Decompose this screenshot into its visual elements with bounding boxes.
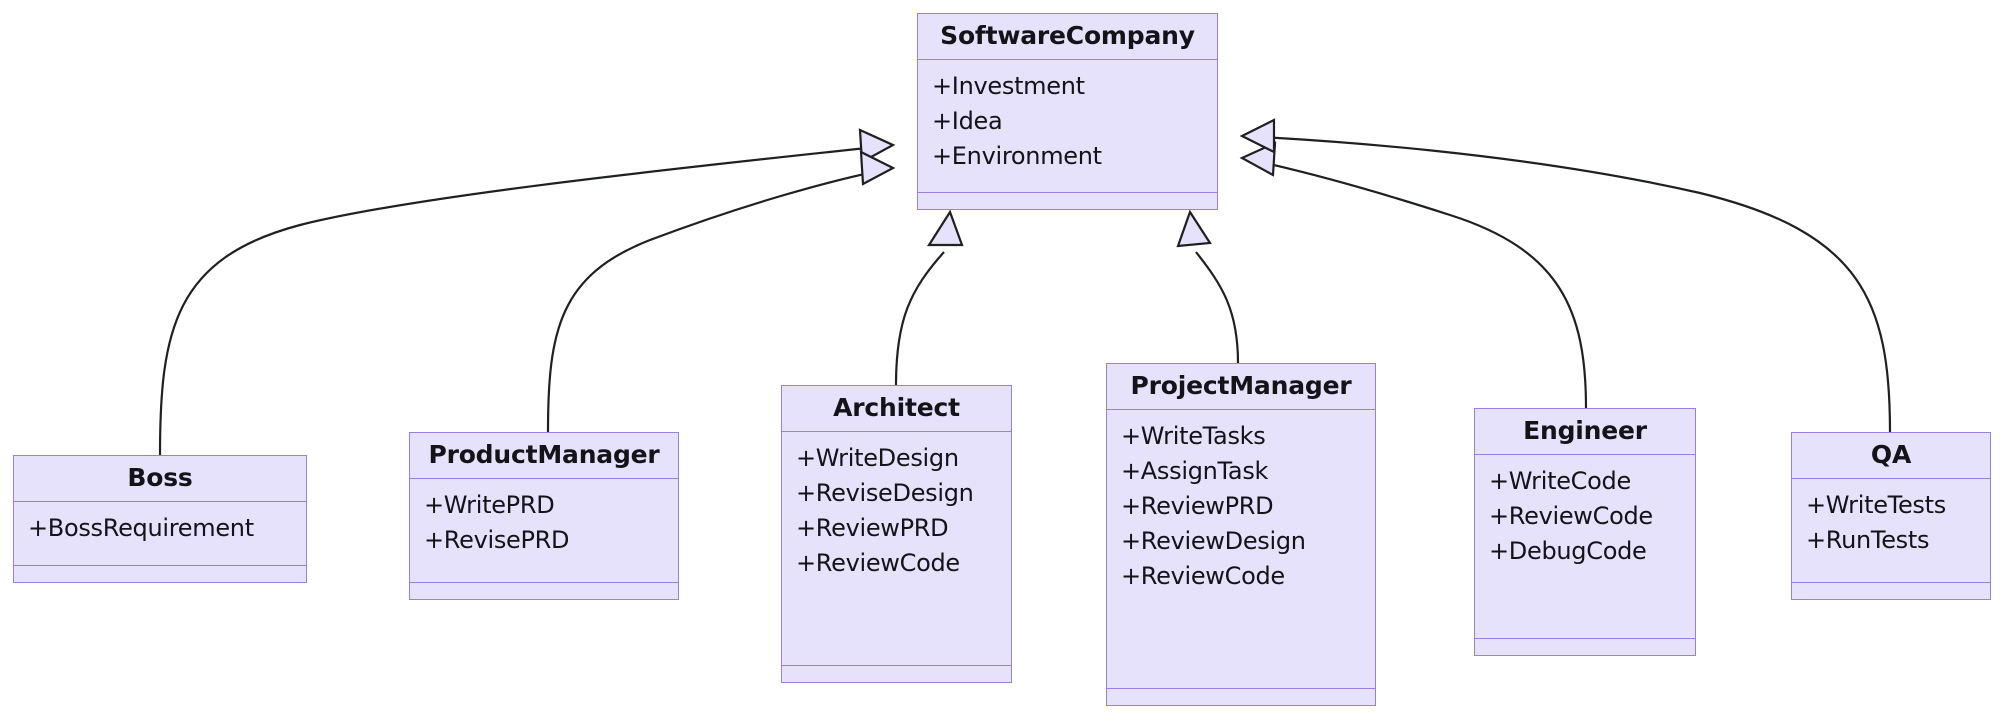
class-methods-qa [1792, 583, 1990, 599]
class-methods-engineer [1475, 639, 1695, 655]
class-node-project-manager[interactable]: ProjectManager +WriteTasks +AssignTask +Rev… [1106, 363, 1376, 706]
class-node-product-manager[interactable]: ProductManager +WritePRD +RevisePRD [409, 432, 679, 600]
class-title-software-company: SoftwareCompany [918, 14, 1217, 60]
class-attribute: +Environment [932, 142, 1102, 170]
class-attribute: +BossRequirement [28, 514, 254, 542]
class-attribute: +ReviewDesign [1121, 527, 1306, 555]
class-attribute: +ReviewCode [796, 549, 960, 577]
class-attribute: +ReviewCode [1489, 502, 1653, 530]
class-attribute: +Idea [932, 107, 1003, 135]
class-title-product-manager: ProductManager [410, 433, 678, 479]
class-title-engineer: Engineer [1475, 409, 1695, 455]
class-attribute: +ReviewCode [1121, 562, 1285, 590]
class-attributes-project-manager: +WriteTasks +AssignTask +ReviewPRD +ReviewD… [1107, 410, 1375, 689]
class-methods-project-manager [1107, 689, 1375, 705]
class-attribute: +ReviewPRD [796, 514, 949, 542]
class-attributes-engineer: +WriteCode +ReviewCode +DebugCode [1475, 455, 1695, 639]
class-attribute: +RevisePRD [424, 526, 570, 554]
class-attribute: +WriteTests [1806, 491, 1946, 519]
class-title-architect: Architect [782, 386, 1011, 432]
class-attribute: +WriteTasks [1121, 422, 1266, 450]
edge-architect-to-software-company [894, 209, 964, 386]
inheritance-arrowhead-icon [926, 209, 964, 247]
inheritance-arrowhead-icon [1176, 209, 1212, 248]
class-methods-architect [782, 666, 1011, 682]
class-attributes-qa: +WriteTests +RunTests [1792, 479, 1990, 583]
class-title-project-manager: ProjectManager [1107, 364, 1375, 410]
class-node-engineer[interactable]: Engineer +WriteCode +ReviewCode +DebugCode [1474, 408, 1696, 656]
class-title-boss: Boss [14, 456, 306, 502]
class-attribute: +WriteDesign [796, 444, 959, 472]
class-node-boss[interactable]: Boss +BossRequirement [13, 455, 307, 583]
class-attributes-architect: +WriteDesign +ReviseDesign +ReviewPRD +Revi… [782, 432, 1011, 666]
inheritance-arrowhead-icon [859, 150, 896, 186]
class-node-architect[interactable]: Architect +WriteDesign +ReviseDesign +Revie… [781, 385, 1012, 683]
class-attribute: +RunTests [1806, 526, 1930, 554]
class-attribute: +Investment [932, 72, 1085, 100]
class-methods-software-company [918, 193, 1217, 209]
class-node-qa[interactable]: QA +WriteTests +RunTests [1791, 432, 1991, 600]
inheritance-arrowhead-icon [858, 128, 896, 164]
class-attributes-product-manager: +WritePRD +RevisePRD [410, 479, 678, 583]
inheritance-arrowhead-icon [1239, 118, 1276, 154]
class-attributes-boss: +BossRequirement [14, 502, 306, 566]
inheritance-arrowhead-icon [1239, 141, 1277, 177]
class-attribute: +ReviseDesign [796, 479, 974, 507]
edge-project-manager-to-software-company [1176, 209, 1240, 364]
class-methods-product-manager [410, 583, 678, 599]
class-attribute: +AssignTask [1121, 457, 1269, 485]
class-attribute: +WriteCode [1489, 467, 1631, 495]
class-attribute: +WritePRD [424, 491, 555, 519]
class-attributes-software-company: +Investment +Idea +Environment [918, 60, 1217, 193]
class-attribute: +ReviewPRD [1121, 492, 1274, 520]
class-attribute: +DebugCode [1489, 537, 1647, 565]
class-title-qa: QA [1792, 433, 1990, 479]
class-methods-boss [14, 566, 306, 582]
class-node-software-company[interactable]: SoftwareCompany +Investment +Idea +Environm… [917, 13, 1218, 210]
